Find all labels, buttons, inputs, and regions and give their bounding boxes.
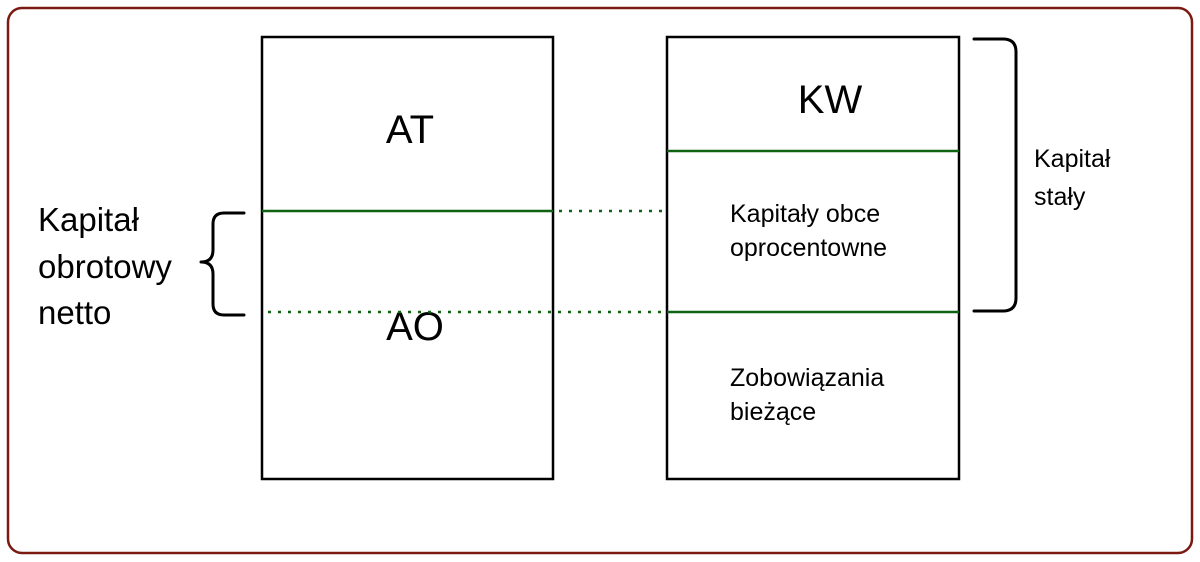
equity-label: KW	[798, 78, 863, 122]
outer-frame	[6, 6, 1194, 555]
interest-bearing-debt-label-line2: oprocentowne	[730, 234, 887, 262]
net-working-capital-label-line3: netto	[38, 294, 111, 331]
current-liabilities-label-line1: Zobowiązania	[730, 364, 884, 392]
current-assets-label: AO	[386, 305, 444, 349]
interest-bearing-debt-label-line1: Kapitały obce	[730, 200, 880, 228]
permanent-capital-label-line2: stały	[1034, 183, 1086, 211]
liabilities-box	[665, 35, 961, 481]
net-working-capital-label-line2: obrotowy	[38, 248, 172, 285]
fixed-assets-label: AT	[386, 108, 434, 152]
left-curly-brace	[199, 211, 246, 317]
permanent-capital-label-line1: Kapitał	[1034, 145, 1111, 173]
assets-box	[260, 35, 555, 481]
net-working-capital-label-line1: Kapitał	[38, 201, 140, 238]
right-bracket	[972, 37, 1018, 313]
current-liabilities-label-line2: bieżące	[730, 398, 816, 426]
